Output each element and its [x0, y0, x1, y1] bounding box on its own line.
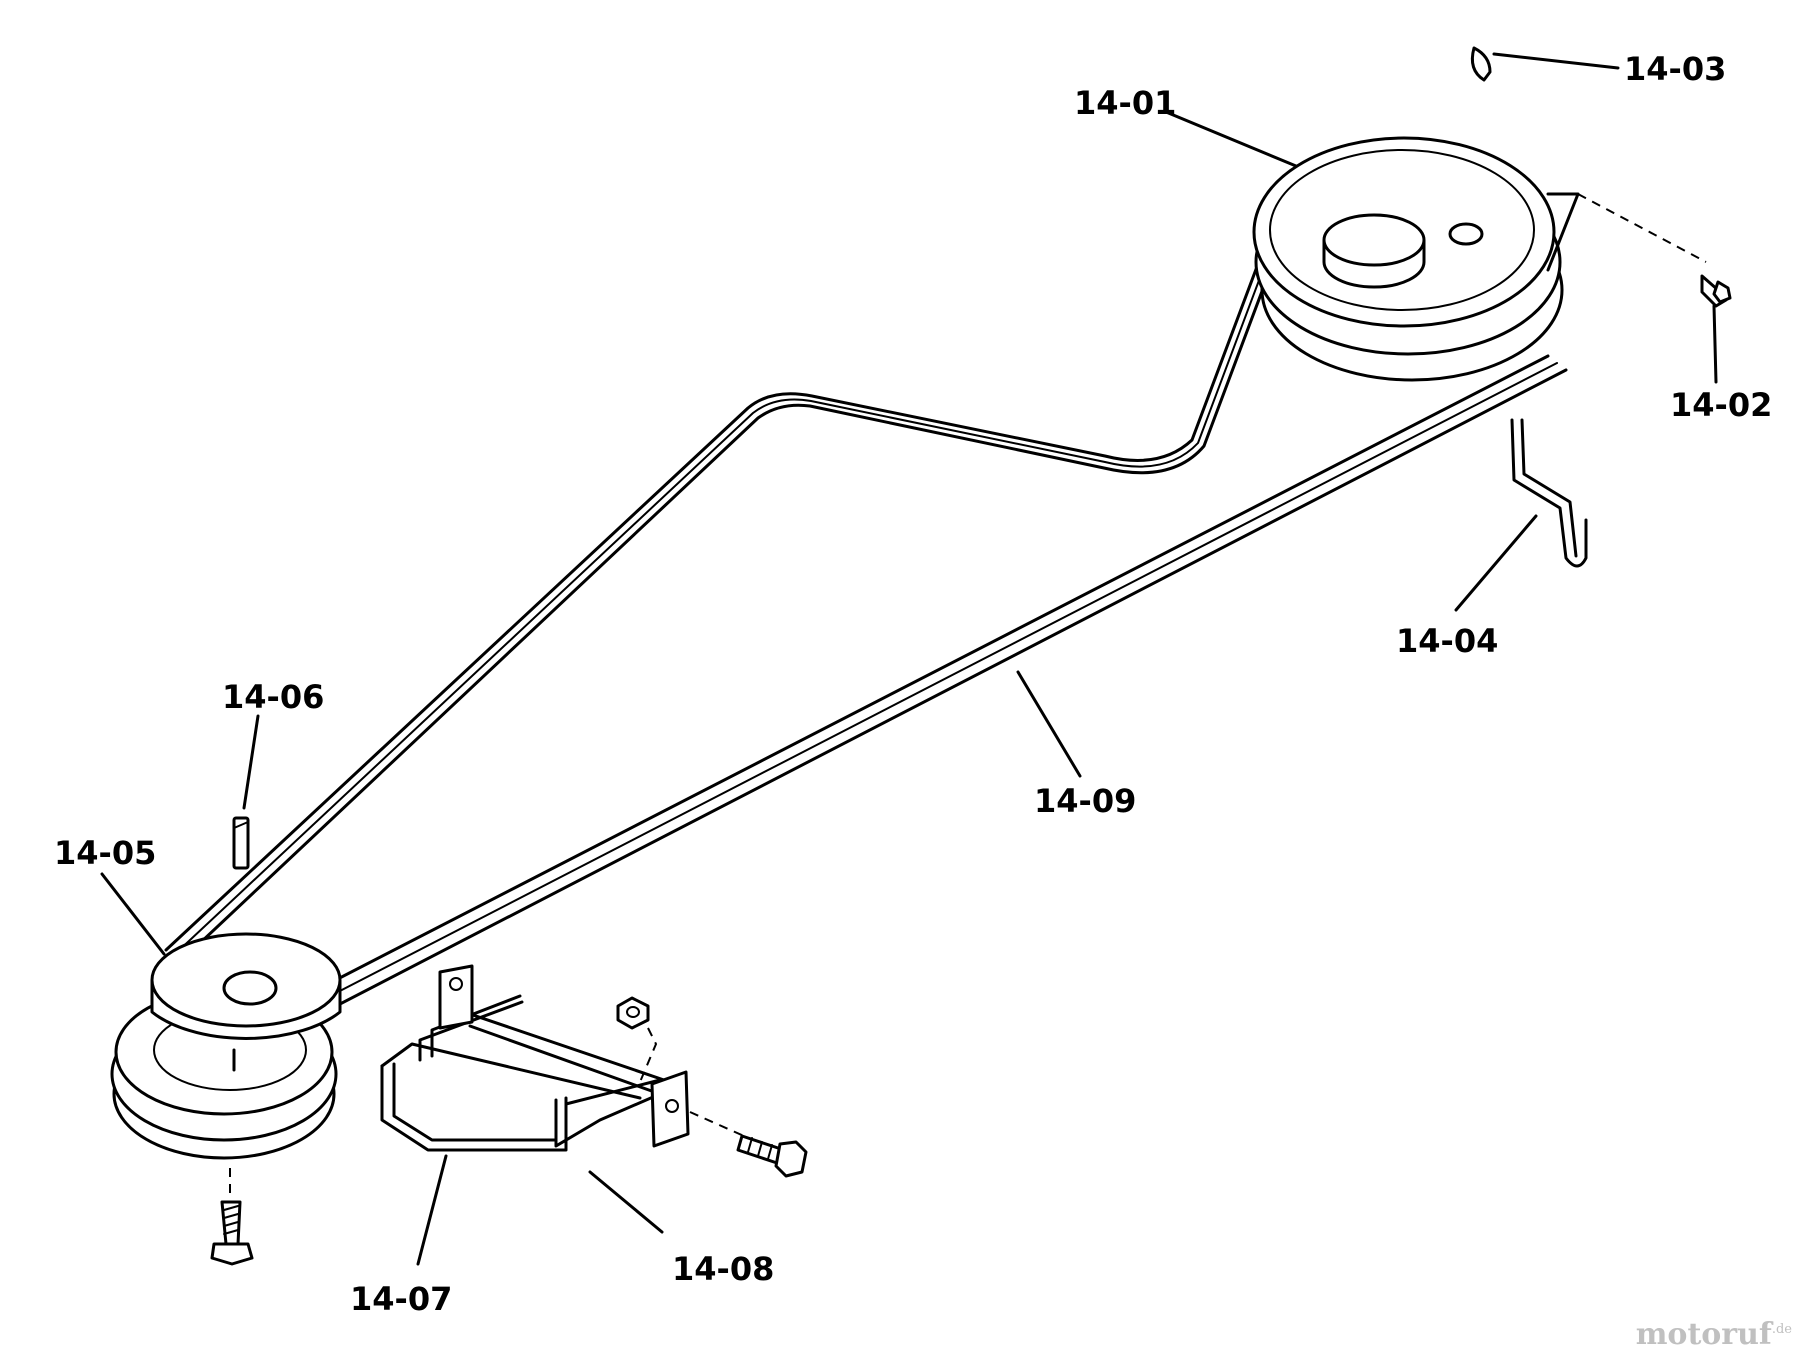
screw-small	[1700, 274, 1732, 308]
bolt-right	[736, 1134, 808, 1178]
pulley-engine	[110, 932, 342, 1160]
nut	[616, 996, 658, 1083]
belt-guide	[1510, 418, 1588, 568]
label-14-06: 14-06	[222, 678, 324, 716]
label-14-01: 14-01	[1074, 84, 1176, 122]
label-14-07: 14-07	[350, 1280, 452, 1318]
watermark-tld: .de	[1771, 1322, 1792, 1337]
pulley-large	[1252, 136, 1707, 382]
watermark-text: motoruf	[1635, 1317, 1772, 1352]
label-14-09: 14-09	[1034, 782, 1136, 820]
label-14-03: 14-03	[1624, 50, 1726, 88]
v-belt	[164, 230, 1568, 1036]
key-woodruff	[1470, 46, 1492, 82]
label-14-02: 14-02	[1670, 386, 1772, 424]
label-14-05: 14-05	[54, 834, 156, 872]
leader-lines	[100, 52, 1718, 1266]
bracket-assembly	[380, 964, 745, 1152]
label-14-08: 14-08	[672, 1250, 774, 1288]
part-labels: 14-01 14-02 14-03 14-04 14-05 14-06 14-0…	[54, 50, 1772, 1318]
bolt-lower	[210, 1168, 254, 1266]
watermark-logo: motoruf.de	[1636, 1317, 1792, 1352]
label-14-04: 14-04	[1396, 622, 1498, 660]
key-square	[232, 816, 250, 870]
